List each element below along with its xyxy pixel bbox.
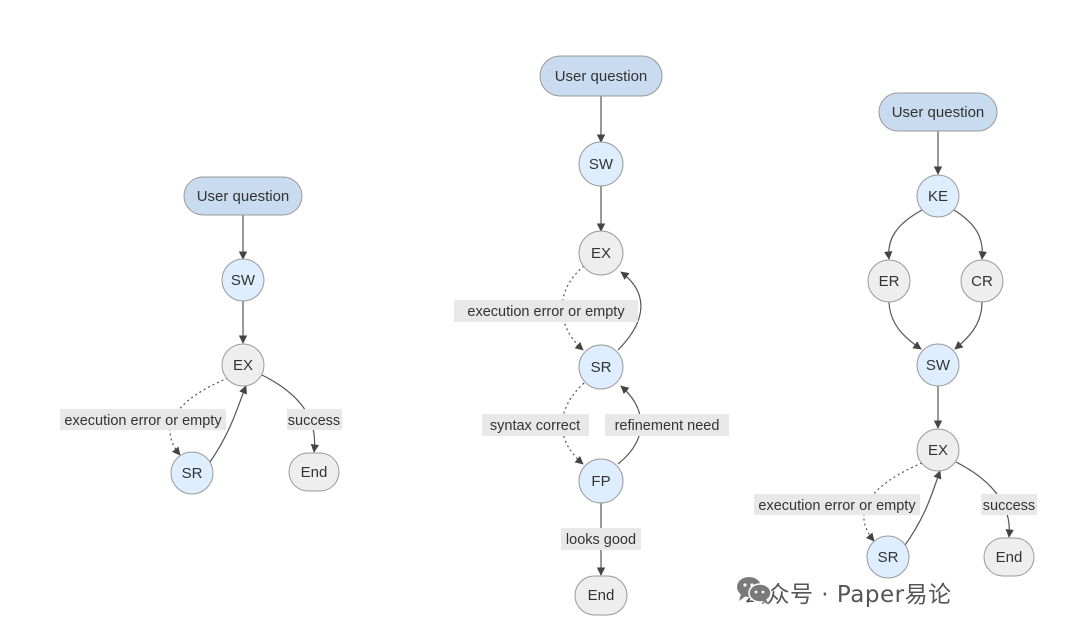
node-er (867, 259, 911, 303)
node-sw-label: SW (926, 357, 951, 374)
node-sr (170, 451, 214, 495)
right-diagram: execution error or empty success User qu… (754, 92, 1037, 579)
watermark: 公众号 · Paper易论 (735, 574, 952, 610)
edge-label-bg (60, 409, 226, 430)
node-sr-label: SR (878, 549, 899, 566)
node-cr (960, 259, 1004, 303)
node-ex (916, 428, 960, 472)
node-ex (221, 343, 265, 387)
edge-label-bg (287, 409, 342, 430)
node-sw (221, 258, 265, 302)
edge-er-sw (888, 301, 922, 350)
edge-label-bg (482, 414, 589, 436)
edge-label-error: execution error or empty (467, 304, 625, 320)
edge-label-success: success (288, 413, 340, 429)
edge-ex-sr-error (169, 377, 229, 456)
node-er-label: ER (879, 273, 900, 290)
edge-label-bg (605, 414, 729, 436)
node-sw-label: SW (231, 272, 256, 289)
edge-label-bg (454, 300, 638, 322)
node-sw (578, 141, 624, 187)
node-fp (578, 458, 624, 504)
edge-cr-sw (954, 301, 983, 350)
edge-label-good: looks good (566, 532, 636, 548)
edge-sr-ex-back (209, 385, 247, 463)
node-fp-label: FP (591, 473, 610, 490)
edge-label-refine: refinement need (615, 418, 720, 434)
node-ex-label: EX (233, 357, 253, 374)
edge-label-error: execution error or empty (64, 413, 222, 429)
node-ex-label: EX (591, 245, 611, 262)
node-end (288, 452, 340, 492)
node-user-question (539, 55, 663, 97)
edge-label-bg (561, 528, 641, 550)
edge-ke-er (884, 209, 923, 260)
edge-label-success: success (983, 498, 1035, 514)
left-diagram: execution error or empty success User qu… (60, 176, 342, 495)
edge-ex-sr-error (863, 462, 923, 542)
edge-sr-ex-back (617, 271, 642, 351)
node-ex-label: EX (928, 442, 948, 459)
edge-ke-cr (953, 209, 987, 260)
edge-sr-fp-syntax (561, 382, 585, 465)
node-end (983, 537, 1035, 577)
node-end-label: End (588, 587, 615, 604)
edge-sr-ex-back (902, 470, 942, 549)
node-user-question (878, 92, 998, 132)
node-cr-label: CR (971, 273, 993, 290)
node-sr (578, 344, 624, 390)
node-sw (916, 343, 960, 387)
middle-diagram: execution error or empty syntax correct … (454, 55, 729, 616)
node-user-question-label: User question (555, 68, 648, 85)
node-user-question (183, 176, 303, 216)
node-user-question-label: User question (892, 104, 985, 121)
node-sr (866, 535, 910, 579)
edge-label-bg (754, 494, 920, 515)
watermark-text: 公众号 · Paper易论 (743, 582, 952, 608)
edge-label-syntax: syntax correct (490, 418, 580, 434)
node-sr-label: SR (591, 359, 612, 376)
edge-label-bg (981, 494, 1037, 515)
node-end-label: End (996, 549, 1023, 566)
edge-ex-sr-error (561, 265, 585, 351)
node-user-question-label: User question (197, 188, 290, 205)
edge-label-error: execution error or empty (758, 498, 916, 514)
node-ke (916, 174, 960, 218)
node-end (574, 575, 628, 616)
node-ex (578, 230, 624, 276)
node-sr-label: SR (182, 465, 203, 482)
node-sw-label: SW (589, 156, 614, 173)
node-end-label: End (301, 464, 328, 481)
node-ke-label: KE (928, 188, 948, 205)
